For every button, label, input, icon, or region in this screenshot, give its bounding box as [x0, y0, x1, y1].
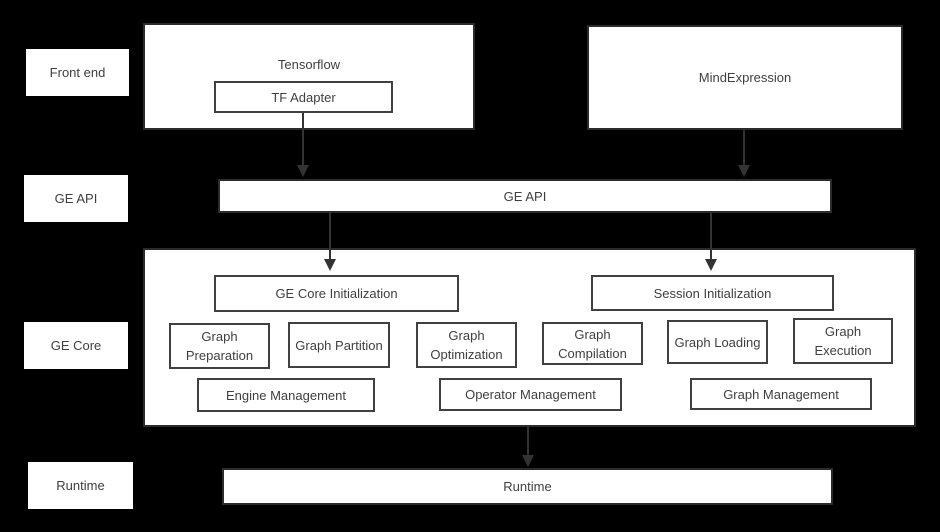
- tf-adapter-box: TF Adapter: [214, 81, 393, 113]
- ge-core-initialization-box: GE Core Initialization: [214, 275, 459, 312]
- graph-compilation-box: Graph Compilation: [542, 322, 643, 365]
- arrow-stem: [302, 113, 304, 165]
- row-label-ge-api: GE API: [24, 175, 128, 222]
- arrow-tf-adapter-to-ge-api: [297, 113, 309, 177]
- ge-core-container: GE Core Initialization Session Initializ…: [143, 248, 916, 427]
- arrow-head-icon: [738, 165, 750, 177]
- graph-management-box: Graph Management: [690, 378, 872, 410]
- arrow-head-icon: [297, 165, 309, 177]
- arrow-head-icon: [522, 455, 534, 467]
- arrow-ge-api-to-ge-core-initialization: [324, 212, 336, 271]
- row-label-runtime: Runtime: [28, 462, 133, 509]
- graph-optimization-box: Graph Optimization: [416, 322, 517, 368]
- mindexpression-box: MindExpression: [587, 25, 903, 130]
- graph-preparation-box: Graph Preparation: [169, 323, 270, 369]
- session-initialization-box: Session Initialization: [591, 275, 834, 311]
- arrow-stem: [710, 212, 712, 259]
- operator-management-box: Operator Management: [439, 378, 622, 411]
- tensorflow-title: Tensorflow: [277, 57, 341, 72]
- arrow-head-icon: [324, 259, 336, 271]
- arrow-stem: [527, 426, 529, 455]
- runtime-bar: Runtime: [222, 468, 833, 505]
- arrow-mindexpression-to-ge-api: [738, 130, 750, 177]
- arrow-ge-core-to-runtime: [522, 426, 534, 467]
- engine-management-box: Engine Management: [197, 378, 375, 412]
- arrow-stem: [329, 212, 331, 259]
- tensorflow-box: Tensorflow: [143, 23, 475, 130]
- arrow-ge-api-to-session-initialization: [705, 212, 717, 271]
- arrow-head-icon: [705, 259, 717, 271]
- graph-partition-box: Graph Partition: [288, 322, 390, 368]
- row-label-ge-core: GE Core: [24, 322, 128, 369]
- row-label-front-end: Front end: [26, 49, 129, 96]
- ge-api-bar: GE API: [218, 179, 832, 213]
- graph-execution-box: Graph Execution: [793, 318, 893, 364]
- arrow-stem: [743, 130, 745, 165]
- graph-loading-box: Graph Loading: [667, 320, 768, 364]
